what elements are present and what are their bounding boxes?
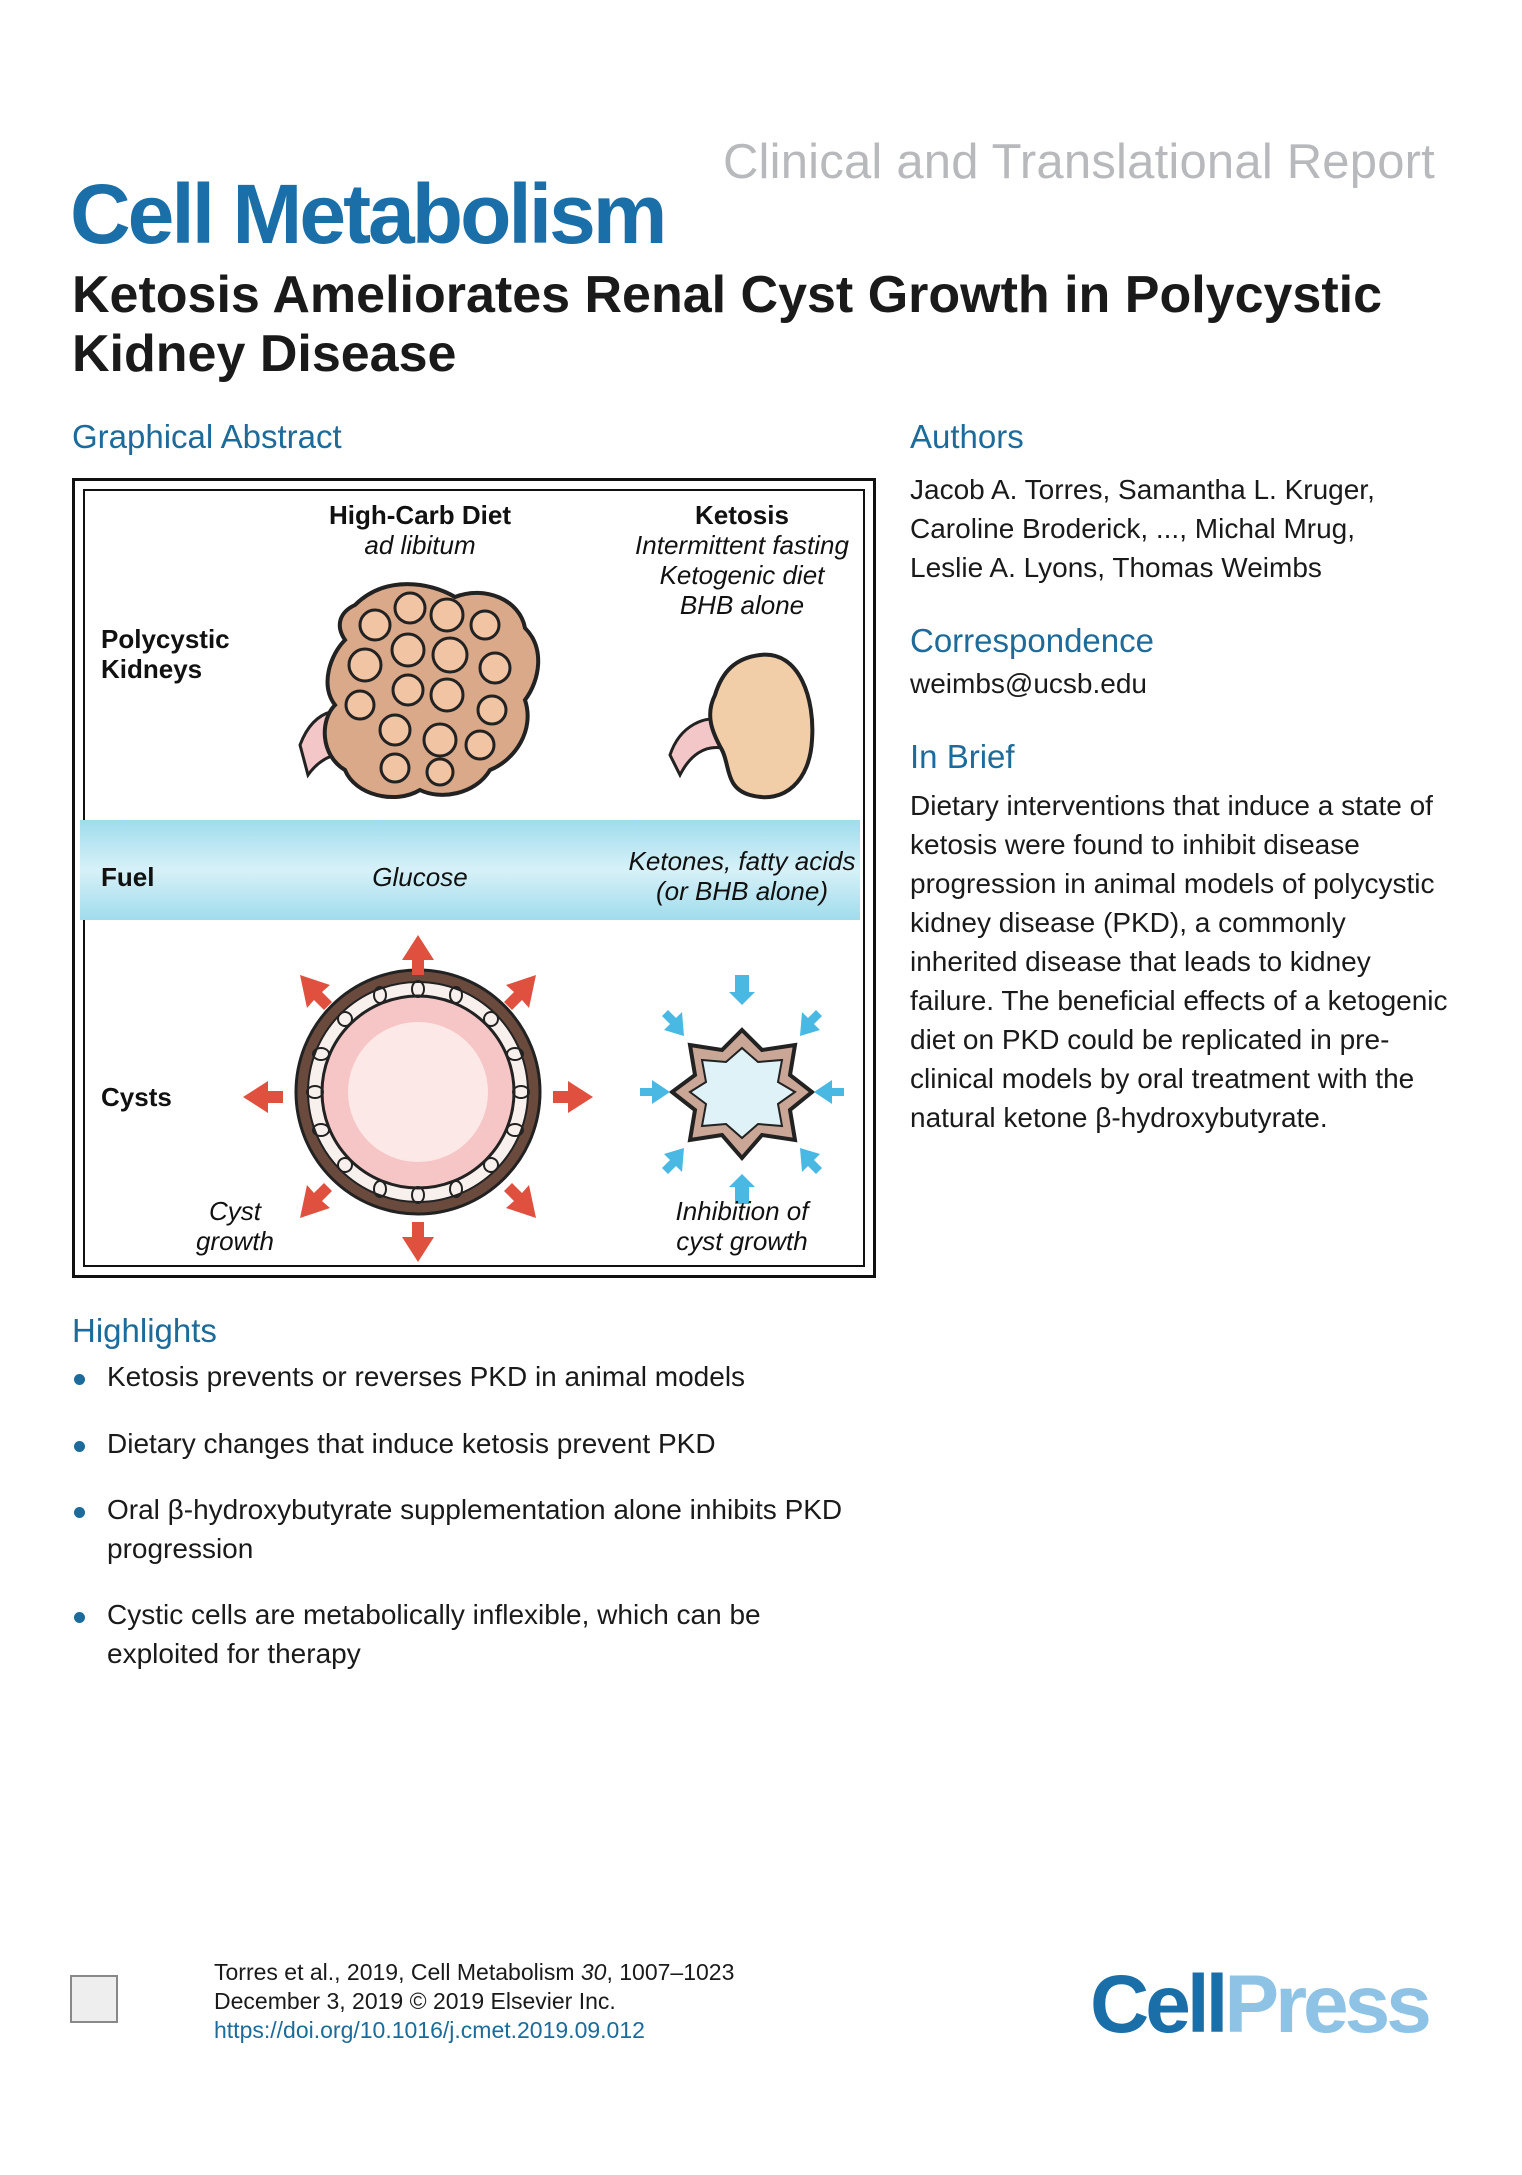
highlight-item: Oral β-hydroxybutyrate supplementation a…: [107, 1494, 843, 1564]
fuel-glucose: Glucose: [372, 862, 468, 892]
citation-pages: , 1007–1023: [606, 1959, 735, 1985]
small-cyst-icon: [668, 1027, 816, 1162]
bullet-icon: [74, 1612, 85, 1623]
graphical-abstract-illustration: [243, 582, 844, 1262]
highlights-heading: Highlights: [72, 1312, 217, 1349]
cyst-growth-a: Cyst: [209, 1196, 261, 1226]
row1-label-a: Polycystic: [101, 624, 230, 654]
doi-link[interactable]: https://doi.org/10.1016/j.cmet.2019.09.0…: [214, 2017, 645, 2043]
col1-title: High-Carb Diet: [329, 500, 511, 530]
growth-arrows-icon: [243, 935, 593, 1262]
article-title: Ketosis Ameliorates Renal Cyst Growth in…: [72, 266, 1383, 383]
highlight-item: Cystic cells are metabolically inflexibl…: [107, 1599, 761, 1669]
logo-press: Press: [1224, 1959, 1431, 2050]
citation-volume: 30: [580, 1959, 607, 1985]
bullet-icon: [74, 1441, 85, 1452]
row1-label-b: Kidneys: [101, 654, 203, 684]
citation-date: December 3, 2019 © 2019 Elsevier Inc.: [214, 1988, 616, 2014]
in-brief-heading: In Brief: [910, 738, 1015, 775]
healthy-kidney-icon: [668, 652, 815, 800]
highlight-item: Dietary changes that induce ketosis prev…: [107, 1428, 716, 1459]
check-for-updates-icon[interactable]: [70, 1975, 118, 2023]
inhibition-b: cyst growth: [676, 1226, 808, 1256]
graphical-abstract-heading: Graphical Abstract: [72, 418, 342, 455]
citation: Torres et al., 2019, Cell Metabolism 30,…: [214, 1958, 734, 2045]
col2-line1: Intermittent fasting: [635, 530, 849, 560]
author-line: Caroline Broderick, ..., Michal Mrug,: [910, 513, 1356, 544]
author-line: Leslie A. Lyons, Thomas Weimbs: [910, 552, 1322, 583]
large-cyst-icon: [294, 968, 542, 1216]
col2-title: Ketosis: [695, 500, 789, 530]
citation-text: Torres et al., 2019, Cell Metabolism: [214, 1959, 581, 1985]
cellpress-logo: CellPress: [1090, 1958, 1432, 2052]
report-type: Clinical and Translational Report: [722, 135, 1435, 189]
bullet-icon: [74, 1507, 85, 1518]
fuel-band: [80, 820, 860, 920]
bullet-icon: [74, 1374, 85, 1385]
author-list: Jacob A. Torres, Samantha L. Kruger, Car…: [910, 470, 1470, 587]
correspondence-heading: Correspondence: [910, 622, 1154, 659]
polycystic-kidney-icon: [298, 582, 541, 800]
fuel-label: Fuel: [101, 862, 155, 892]
highlight-item: Ketosis prevents or reverses PKD in anim…: [107, 1361, 746, 1392]
fuel-ketones-a: Ketones, fatty acids: [628, 846, 856, 876]
col2-line2: Ketogenic diet: [659, 560, 825, 590]
logo-cell: Cell: [1090, 1959, 1228, 2050]
fuel-ketones-b: (or BHB alone): [656, 876, 828, 906]
cysts-label: Cysts: [101, 1082, 172, 1112]
inhibition-a: Inhibition of: [675, 1196, 809, 1226]
cyst-growth-b: growth: [195, 1226, 275, 1256]
correspondence-email[interactable]: weimbs@ucsb.edu: [910, 668, 1147, 699]
in-brief-text: Dietary interventions that induce a stat…: [910, 790, 1448, 1133]
author-line: Jacob A. Torres, Samantha L. Kruger,: [910, 474, 1375, 505]
journal-name: Cell Metabolism: [70, 167, 667, 261]
col2-line3: BHB alone: [679, 590, 805, 620]
col1-subtitle: ad libitum: [364, 530, 476, 560]
inhibition-arrows-icon: [640, 975, 844, 1204]
authors-heading: Authors: [910, 418, 1024, 455]
